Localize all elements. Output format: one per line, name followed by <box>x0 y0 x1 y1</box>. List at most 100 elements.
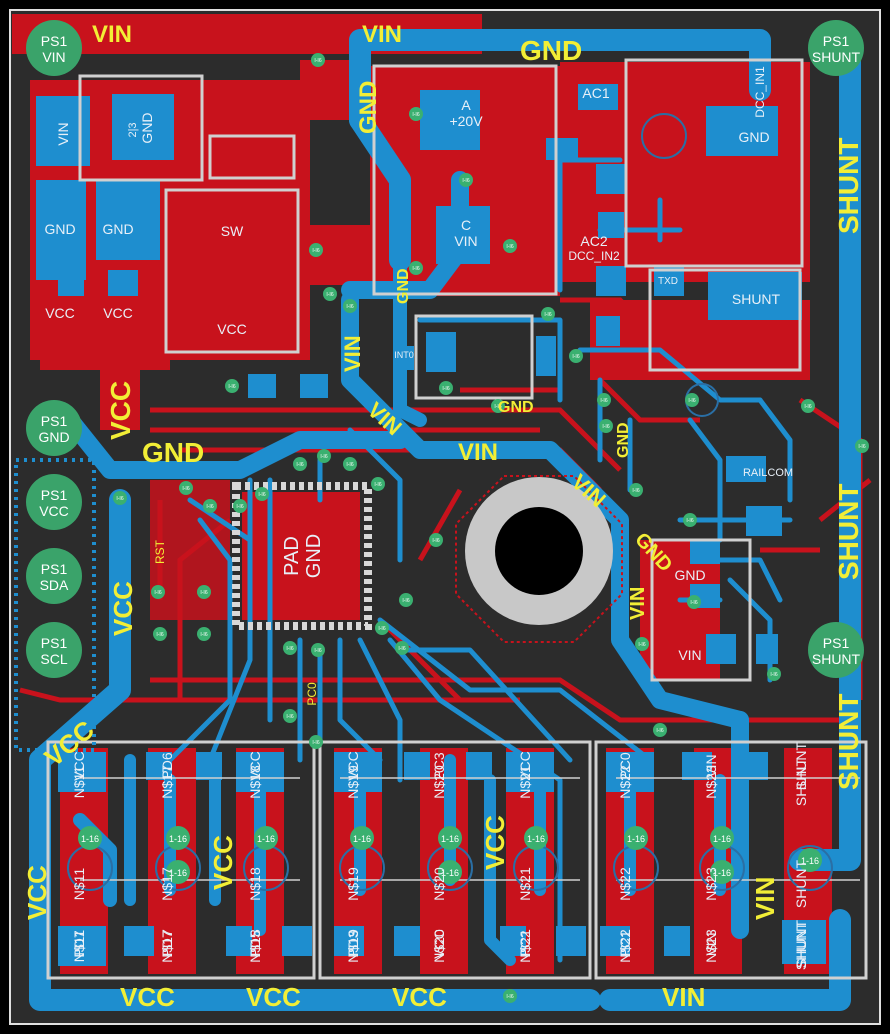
relay-outline-3 <box>594 740 868 980</box>
via-label: 1-16 <box>441 834 459 844</box>
gnd-pad-2 <box>96 180 160 260</box>
bridge-c-pad <box>436 206 490 264</box>
via-small <box>541 307 555 321</box>
tp-scl-net: SCL <box>40 651 67 667</box>
via-small-label: I-I6 <box>770 672 777 678</box>
label-vin-right-vert: VIN <box>750 877 780 920</box>
relay-ref-top: N$23 <box>703 765 719 799</box>
via-small <box>311 643 325 657</box>
via-small <box>197 585 211 599</box>
relay-pin-bottom: PC2 <box>517 930 533 957</box>
via-small <box>151 585 165 599</box>
via-small-label: I-I6 <box>544 312 551 318</box>
via-small-label: I-I6 <box>632 488 639 494</box>
relay-ref-bottom: N$22 <box>617 929 633 963</box>
via-small-label: I-I6 <box>346 462 353 468</box>
relay-net-top: VIN <box>703 754 719 777</box>
via-small-label: I-I6 <box>402 598 409 604</box>
via-small-label: I-I6 <box>228 384 235 390</box>
via-small <box>225 379 239 393</box>
tp-vcc-net: VCC <box>39 503 69 519</box>
vcc-trace-left <box>29 489 601 1011</box>
int0-label: INT0 <box>394 350 414 360</box>
via-large <box>710 826 734 850</box>
gnd-trace-main <box>349 29 771 131</box>
tp-vin-net: VIN <box>42 49 65 65</box>
test-point-shunt-mid: PS1 SHUNT <box>808 622 864 678</box>
relay-ref-bottom: N$19 <box>345 929 361 963</box>
test-point-scl: PS1 SCL <box>26 622 82 678</box>
dcc-in2-label: DCC_IN2 <box>568 249 620 263</box>
relay-ref-bottom: SHUNT <box>793 921 809 970</box>
relay-ref-top: N$22 <box>617 765 633 799</box>
component-pads <box>36 84 826 966</box>
label-gnd-vertical-left: GND <box>355 81 382 134</box>
mcu-pad-pour <box>242 492 360 620</box>
relay-net-top: VCC <box>345 751 361 781</box>
via-small <box>409 107 423 121</box>
sw-outline <box>164 188 300 354</box>
relay-net-top: PC0 <box>617 752 633 779</box>
relay-ref-bottom: N$20 <box>431 929 447 963</box>
tp-shunt-ref: PS1 <box>823 33 850 49</box>
board-outline <box>9 9 881 1025</box>
via-small-label: I-I6 <box>858 444 865 450</box>
via-small <box>309 243 323 257</box>
via-small <box>653 723 667 737</box>
label-gnd-top: GND <box>520 35 582 66</box>
via-small <box>491 399 505 413</box>
via-small <box>317 449 331 463</box>
relay-ref-bottom: N$21 <box>517 929 533 963</box>
via-small <box>439 381 453 395</box>
label-vcc-left-1: VCC <box>105 381 136 440</box>
rst-label: RST <box>153 539 167 564</box>
via-small <box>311 53 325 67</box>
via-small <box>323 287 337 301</box>
via-small-label: I-I6 <box>374 482 381 488</box>
via-small-label: I-I6 <box>200 590 207 596</box>
via-small <box>309 735 323 749</box>
via-small-label: I-I6 <box>656 728 663 734</box>
label-vin-mid: VIN <box>458 439 498 466</box>
relay-net-top: SHUNT <box>793 741 809 790</box>
via-large <box>438 860 462 884</box>
test-point-gnd: PS1 GND <box>26 400 82 456</box>
ac1-label: AC1 <box>582 85 609 101</box>
via-small-label: I-I6 <box>398 646 405 652</box>
via-label: 1-16 <box>257 834 275 844</box>
via-small-label: I-I6 <box>286 714 293 720</box>
relay-ref-mid: N$18 <box>247 867 263 901</box>
via-small <box>179 481 193 495</box>
relay-ref-mid: N$23 <box>703 867 719 901</box>
via-small <box>293 457 307 471</box>
txd-label: TXD <box>658 276 678 287</box>
tp-shunt2-ref: PS1 <box>823 635 850 651</box>
via-small <box>801 399 815 413</box>
via-label: 1-16 <box>81 834 99 844</box>
via-small-label: I-I6 <box>442 386 449 392</box>
test-points: PS1 VIN PS1 SHUNT PS1 GND PS1 VCC PS1 SD… <box>26 20 864 678</box>
via-small-label: I-I6 <box>686 518 693 524</box>
via-label: 1-16 <box>713 868 731 878</box>
relay-pin-bottom: SHUNT <box>793 919 809 968</box>
relay-net-top: PC3 <box>431 752 447 779</box>
via-small <box>197 627 211 641</box>
label-gnd-vert-2: GND <box>395 268 412 304</box>
relay-ref-top: SHUNT <box>793 757 809 806</box>
relay-outline-1 <box>46 740 316 980</box>
pad-labels: VIN GND 2|3 GND GND VCC VCC SW VCC +20V … <box>44 66 793 706</box>
via-small-label: I-I6 <box>312 740 319 746</box>
test-point-sda: PS1 SDA <box>26 548 82 604</box>
relay-pin-bottom: PD7 <box>159 930 175 957</box>
tp-gnd-net: GND <box>38 429 69 445</box>
relay-pin-bottom: PD5 <box>247 930 263 957</box>
relay-ref-top: N$17 <box>159 765 175 799</box>
vcc-label-1: VCC <box>45 305 75 321</box>
sw-bottom-label: VCC <box>217 321 247 337</box>
label-gnd-small: GND <box>498 399 534 416</box>
relay-labels: N$11N$11N$11VCCPD7N$17N$17N$17PD6PD7N$18… <box>71 741 809 970</box>
tp-vcc-ref: PS1 <box>41 487 68 503</box>
via-small-label: I-I6 <box>236 504 243 510</box>
